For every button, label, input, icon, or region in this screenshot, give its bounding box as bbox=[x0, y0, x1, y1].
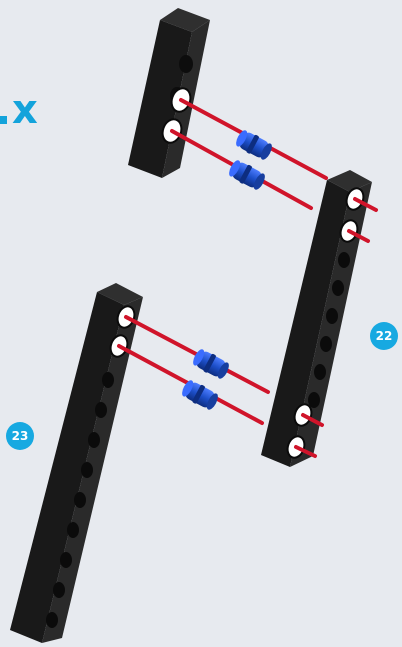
assembly-line bbox=[294, 445, 317, 458]
step-badge: 23 bbox=[6, 422, 34, 450]
assembly-line bbox=[301, 413, 324, 427]
bushing bbox=[182, 380, 218, 410]
assembly-line bbox=[353, 197, 378, 212]
beam-left bbox=[10, 283, 143, 643]
bushing bbox=[193, 349, 229, 379]
multiplier-symbol: x bbox=[12, 87, 38, 133]
assembly-line bbox=[347, 229, 370, 243]
quantity-digit-fragment bbox=[0, 116, 7, 124]
bushing bbox=[236, 130, 272, 160]
step-badge: 22 bbox=[370, 322, 398, 350]
beam-top bbox=[128, 8, 210, 178]
beam-right bbox=[261, 170, 372, 467]
bushing bbox=[229, 160, 265, 190]
quantity-multiplier: x bbox=[0, 86, 42, 134]
